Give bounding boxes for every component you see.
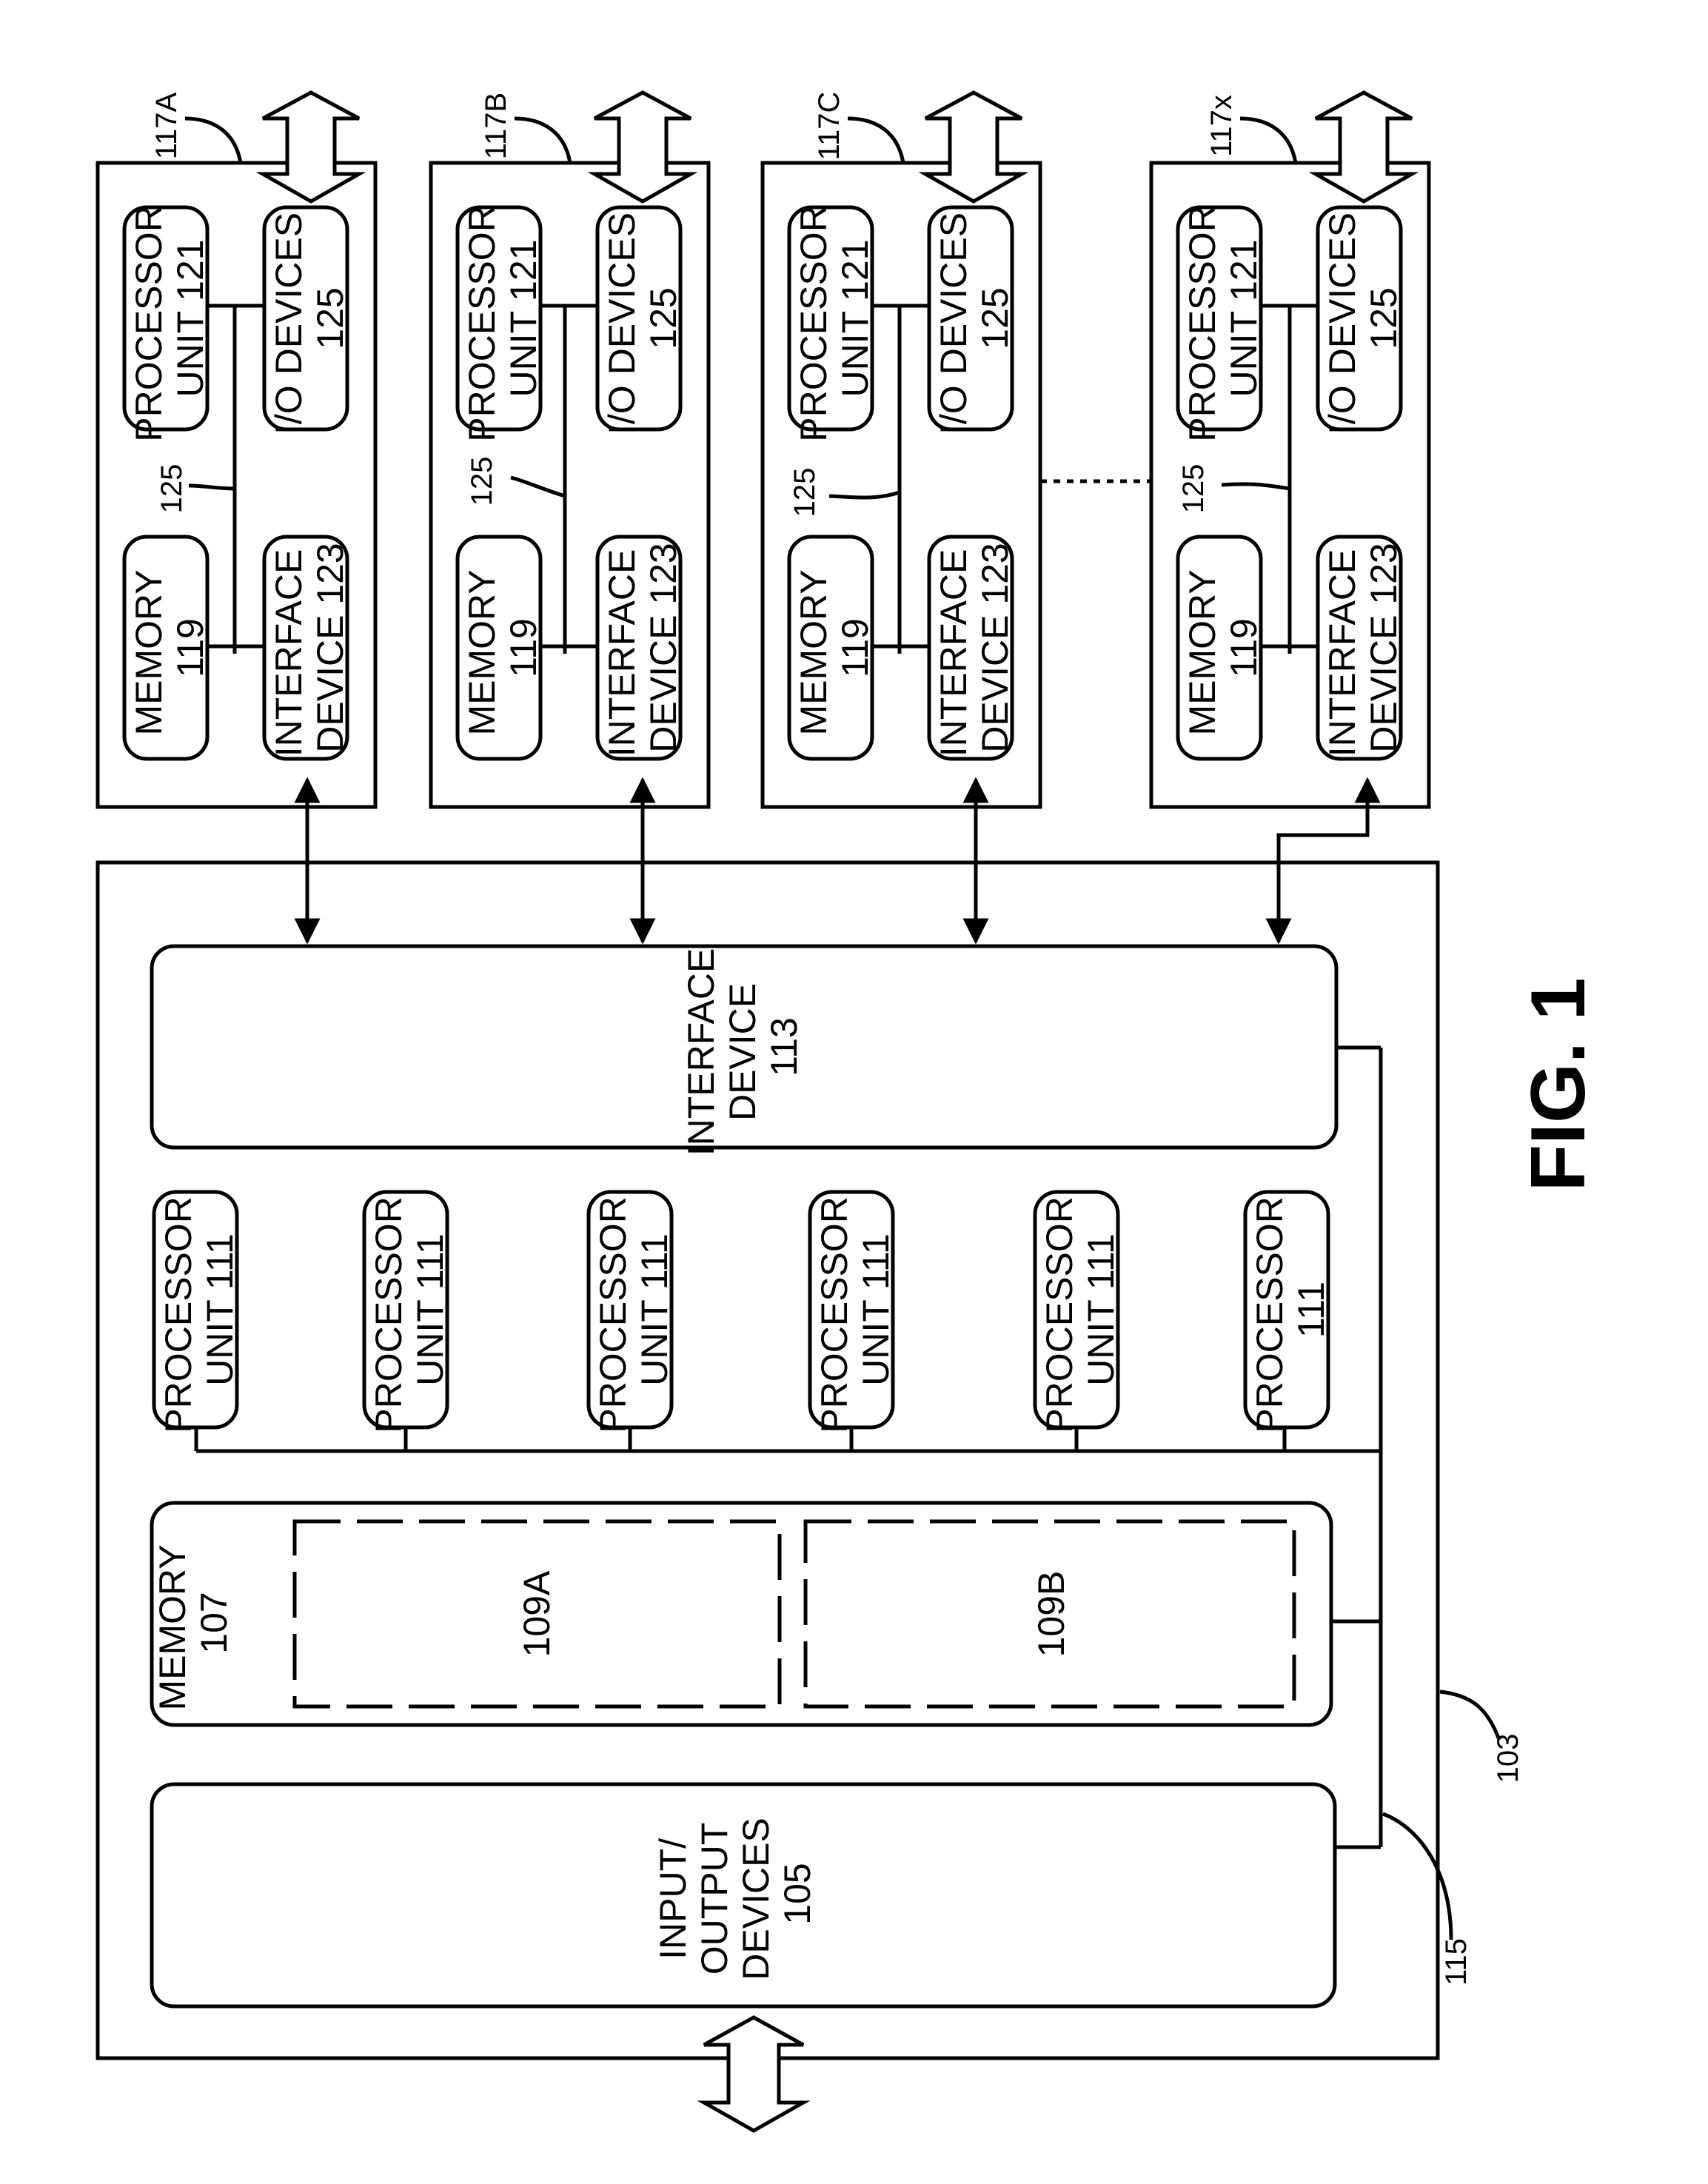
node-117a: PROCESSOR UNIT 121 I/O DEVICES 125 MEMOR… xyxy=(98,92,375,807)
partition-109b-label: 109B xyxy=(1031,1571,1072,1658)
svg-text:117x: 117x xyxy=(1205,95,1238,157)
io-devices-line3: DEVICES xyxy=(735,1818,777,1980)
processor-unit-5: PROCESSOR UNIT 111 xyxy=(1035,1186,1122,1433)
svg-text:117A: 117A xyxy=(150,92,183,159)
figure-label: FIG. 1 xyxy=(1516,978,1601,1192)
svg-text:INTERFACE DEVICE 123: INTERFACE DEVICE 123 xyxy=(1322,539,1404,757)
processor-units-111: PROCESSOR UNIT 111 PROCESSOR UNIT 111 PR… xyxy=(154,1186,1332,1433)
svg-text:117B: 117B xyxy=(480,93,512,159)
external-io-arrow xyxy=(704,2017,803,2131)
system-bus xyxy=(196,1048,1381,1847)
processor-unit-3: PROCESSOR UNIT 111 xyxy=(589,1186,675,1433)
interface-device-113: INTERFACE DEVICE 113 xyxy=(152,938,1336,1156)
memory-107-line2: 107 xyxy=(193,1592,235,1653)
ref-115: 115 xyxy=(1440,1938,1473,1986)
memory-107: MEMORY 107 109A 109B xyxy=(152,1503,1331,1725)
svg-text:INTERFACE DEVICE 123: INTERFACE DEVICE 123 xyxy=(933,539,1016,757)
partition-109a-label: 109A xyxy=(516,1570,557,1657)
svg-text:125: 125 xyxy=(466,457,498,506)
node-117x: PROCESSOR UNIT 121 I/O DEVICES 125 MEMOR… xyxy=(1151,93,1429,807)
processor-unit-1: PROCESSOR UNIT 111 xyxy=(154,1186,241,1433)
svg-text:INTERFACE DEVICE 123: INTERFACE DEVICE 123 xyxy=(601,539,684,757)
processor-unit-2: PROCESSOR UNIT 111 xyxy=(364,1186,451,1433)
svg-text:INTERFACE DEVICE 123: INTERFACE DEVICE 123 xyxy=(268,539,351,757)
svg-text:125: 125 xyxy=(1177,464,1210,514)
node-117c: PROCESSOR UNIT 121 I/O DEVICES 125 MEMOR… xyxy=(763,92,1040,807)
svg-text:125: 125 xyxy=(788,468,821,517)
svg-text:117C: 117C xyxy=(813,92,845,161)
io-devices-line2: OUTPUT xyxy=(694,1823,735,1974)
svg-text:125: 125 xyxy=(155,464,188,514)
node-117b: PROCESSOR UNIT 121 I/O DEVICES 125 MEMOR… xyxy=(431,93,709,807)
memory-107-line1: MEMORY xyxy=(152,1545,193,1711)
processor-unit-4: PROCESSOR UNIT 111 xyxy=(810,1186,897,1433)
io-devices-line1: INPUT/ xyxy=(652,1838,694,1960)
input-output-devices-105: INPUT/ OUTPUT DEVICES 105 xyxy=(152,1784,1335,2006)
io-devices-line4: 105 xyxy=(777,1863,818,1924)
processor-unit-6: PROCESSOR 111 xyxy=(1245,1186,1332,1433)
ref-103: 103 xyxy=(1492,1734,1524,1783)
